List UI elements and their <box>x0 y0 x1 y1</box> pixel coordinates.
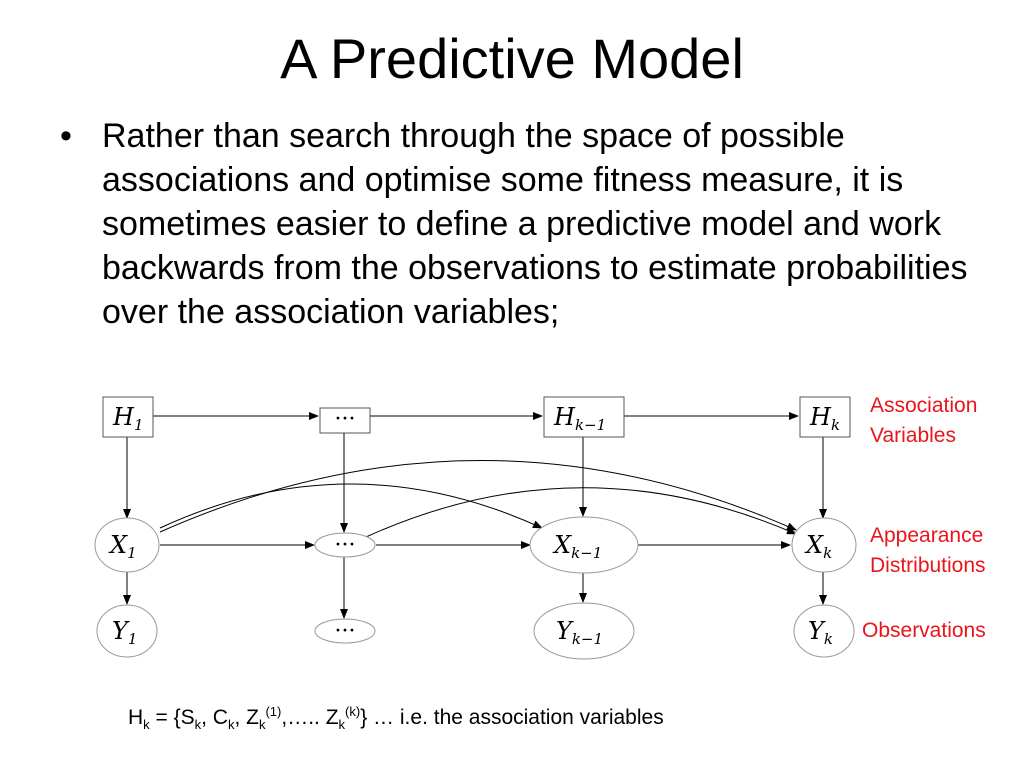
svg-text:Hk−1: Hk−1 <box>553 403 606 434</box>
svg-text:Yk: Yk <box>808 617 833 648</box>
caption-association-variables: Hk = {Sk, Ck, Zk(1),….. Zk(k)} … i.e. th… <box>128 704 664 733</box>
page-title: A Predictive Model <box>280 27 744 90</box>
node-xk: Xk <box>791 517 857 573</box>
label-observations: Observations <box>862 619 986 642</box>
svg-text:Xk: Xk <box>804 531 832 562</box>
svg-text:···: ··· <box>335 533 356 558</box>
node-hk1: Hk−1 <box>543 396 625 438</box>
label-association-variables: Association Variables <box>870 394 978 447</box>
bullet-text: Rather than search through the space of … <box>102 117 968 331</box>
node-xk1: Xk−1 <box>529 516 639 574</box>
svg-text:Hk: Hk <box>809 403 840 434</box>
svg-text:Xk−1: Xk−1 <box>552 531 602 562</box>
svg-text:Y1: Y1 <box>112 617 137 648</box>
node-y1: Y1 <box>96 604 158 658</box>
svg-text:···: ··· <box>335 407 356 432</box>
node-yk1: Yk−1 <box>533 602 635 660</box>
svg-text:H1: H1 <box>112 403 143 434</box>
node-h-dots: ··· <box>319 407 371 434</box>
edge-xdots-xk-curve <box>365 487 797 538</box>
node-x1: X1 <box>94 517 160 573</box>
svg-text:X1: X1 <box>108 531 137 562</box>
bullet-item: • Rather than search through the space o… <box>60 114 980 334</box>
svg-text:Yk−1: Yk−1 <box>556 617 603 648</box>
node-x-dots: ··· <box>314 532 376 558</box>
node-yk: Yk <box>793 604 855 658</box>
bullet-dot: • <box>60 117 72 155</box>
node-hk: Hk <box>799 396 851 438</box>
label-appearance-distributions: Appearance Distributions <box>870 524 986 577</box>
svg-text:···: ··· <box>335 619 356 644</box>
node-h1: H1 <box>102 396 154 438</box>
edge-x1-xk1-curve <box>159 483 543 529</box>
edge-x1-xk-curve <box>159 460 797 533</box>
node-y-dots: ··· <box>314 618 376 644</box>
